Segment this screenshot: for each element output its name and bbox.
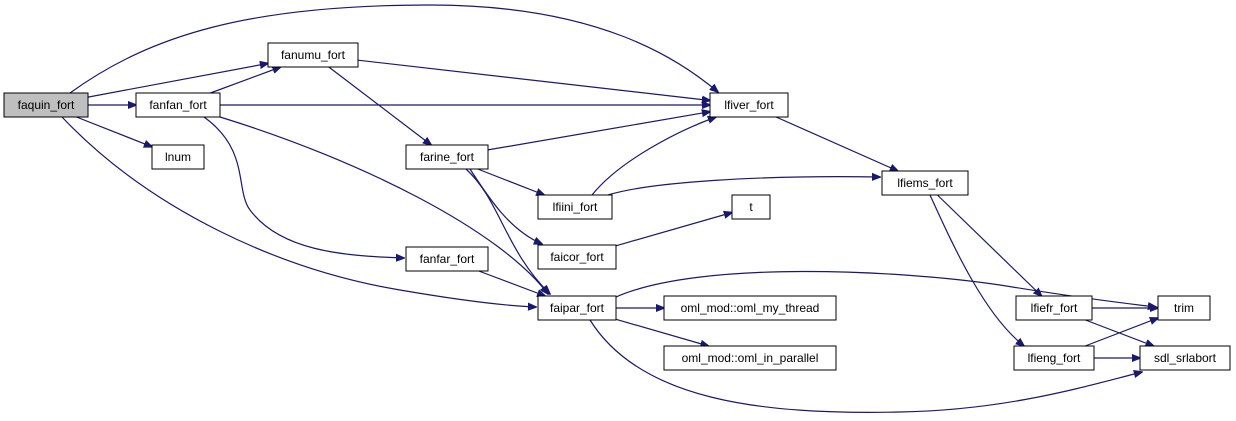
node-fanfan_fort[interactable]: fanfan_fort xyxy=(135,92,221,118)
node-fanfar_fort[interactable]: fanfar_fort xyxy=(405,246,489,272)
node-label: t xyxy=(749,200,753,214)
node-label: lfiefr_fort xyxy=(1031,301,1078,315)
node-label: oml_mod::oml_in_parallel xyxy=(682,351,819,365)
edge-farine_fort-to-lfiver_fort xyxy=(487,112,710,151)
node-lnum[interactable]: lnum xyxy=(151,144,205,170)
node-farine_fort[interactable]: farine_fort xyxy=(405,144,489,170)
node-label: oml_mod::oml_my_thread xyxy=(681,301,820,315)
node-box xyxy=(151,144,205,170)
node-trim[interactable]: trim xyxy=(1157,295,1211,321)
edge-lfiems_fort-to-lfiefr_fort xyxy=(936,194,1041,296)
node-label: fanfar_fort xyxy=(420,252,475,266)
node-label: fanumu_fort xyxy=(281,48,346,62)
node-box xyxy=(135,92,221,118)
edge-lfieng_fort-to-trim xyxy=(1084,318,1158,347)
node-label: lnum xyxy=(165,150,191,164)
edge-farine_fort-to-faipar_fort xyxy=(465,168,550,294)
node-lfiems_fort[interactable]: lfiems_fort xyxy=(881,170,969,196)
node-box xyxy=(537,295,617,321)
edge-lfiver_fort-to-lfiems_fort xyxy=(775,116,898,171)
node-box xyxy=(731,194,771,220)
node-oml_in_parallel[interactable]: oml_mod::oml_in_parallel xyxy=(663,345,837,371)
node-box xyxy=(267,42,359,68)
node-box xyxy=(405,246,489,272)
node-label: lfieng_fort xyxy=(1028,351,1081,365)
node-label: faipar_fort xyxy=(550,301,605,315)
node-label: farine_fort xyxy=(420,150,475,164)
node-box xyxy=(1157,295,1211,321)
edge-lfiini_fort-to-lfiver_fort xyxy=(591,117,716,196)
node-box xyxy=(537,194,613,220)
edge-fanumu_fort-to-lfiver_fort xyxy=(357,59,710,100)
node-faquin_fort[interactable]: faquin_fort xyxy=(3,92,89,118)
node-box xyxy=(663,345,837,371)
node-label: trim xyxy=(1174,301,1194,315)
edge-faicor_fort-to-t xyxy=(615,213,732,247)
edge-faquin_fort-to-faipar_fort xyxy=(61,116,536,307)
edge-lfiini_fort-to-lfiems_fort xyxy=(607,177,880,196)
node-box xyxy=(1013,345,1095,371)
edge-fanfan_fort-to-faipar_fort xyxy=(219,116,548,294)
node-lfiini_fort[interactable]: lfiini_fort xyxy=(537,194,613,220)
node-box xyxy=(881,170,969,196)
node-t[interactable]: t xyxy=(731,194,771,220)
node-label: lfiini_fort xyxy=(553,200,598,214)
node-lfiefr_fort[interactable]: lfiefr_fort xyxy=(1015,295,1093,321)
node-oml_my_thread[interactable]: oml_mod::oml_my_thread xyxy=(663,295,837,321)
node-sdl_srlabort[interactable]: sdl_srlabort xyxy=(1139,345,1231,371)
node-box xyxy=(709,92,789,118)
node-box xyxy=(405,144,489,170)
edge-fanumu_fort-to-farine_fort xyxy=(328,66,431,145)
node-box xyxy=(3,92,89,118)
edges xyxy=(61,4,1158,413)
node-box xyxy=(537,244,617,270)
edge-farine_fort-to-faicor_fort xyxy=(469,168,542,244)
node-faicor_fort[interactable]: faicor_fort xyxy=(537,244,617,270)
node-label: faicor_fort xyxy=(550,250,604,264)
edge-faipar_fort-to-trim xyxy=(615,270,1156,307)
edge-fanfan_fort-to-fanumu_fort xyxy=(210,67,280,94)
node-label: faquin_fort xyxy=(18,98,75,112)
node-box xyxy=(1139,345,1231,371)
edge-faquin_fort-to-fanumu_fort xyxy=(87,63,268,98)
edge-fanfan_fort-to-fanfar_fort xyxy=(203,116,404,258)
node-label: fanfan_fort xyxy=(149,98,207,112)
node-fanumu_fort[interactable]: fanumu_fort xyxy=(267,42,359,68)
node-box xyxy=(663,295,837,321)
node-faipar_fort[interactable]: faipar_fort xyxy=(537,295,617,321)
edge-fanfar_fort-to-faipar_fort xyxy=(478,270,545,296)
edge-faquin_fort-to-lfiver_fort xyxy=(69,4,718,94)
node-box xyxy=(1015,295,1093,321)
edge-lfiems_fort-to-lfieng_fort xyxy=(929,194,1024,346)
edge-farine_fort-to-lfiini_fort xyxy=(477,168,545,195)
node-lfiver_fort[interactable]: lfiver_fort xyxy=(709,92,789,118)
node-label: lfiver_fort xyxy=(724,98,774,112)
edge-faipar_fort-to-oml_in_parallel xyxy=(615,318,709,346)
edge-faquin_fort-to-lnum xyxy=(76,116,153,147)
node-lfieng_fort[interactable]: lfieng_fort xyxy=(1013,345,1095,371)
node-label: lfiems_fort xyxy=(897,176,953,190)
edge-faipar_fort-to-sdl_srlabort xyxy=(589,319,1142,413)
node-label: sdl_srlabort xyxy=(1154,351,1217,365)
